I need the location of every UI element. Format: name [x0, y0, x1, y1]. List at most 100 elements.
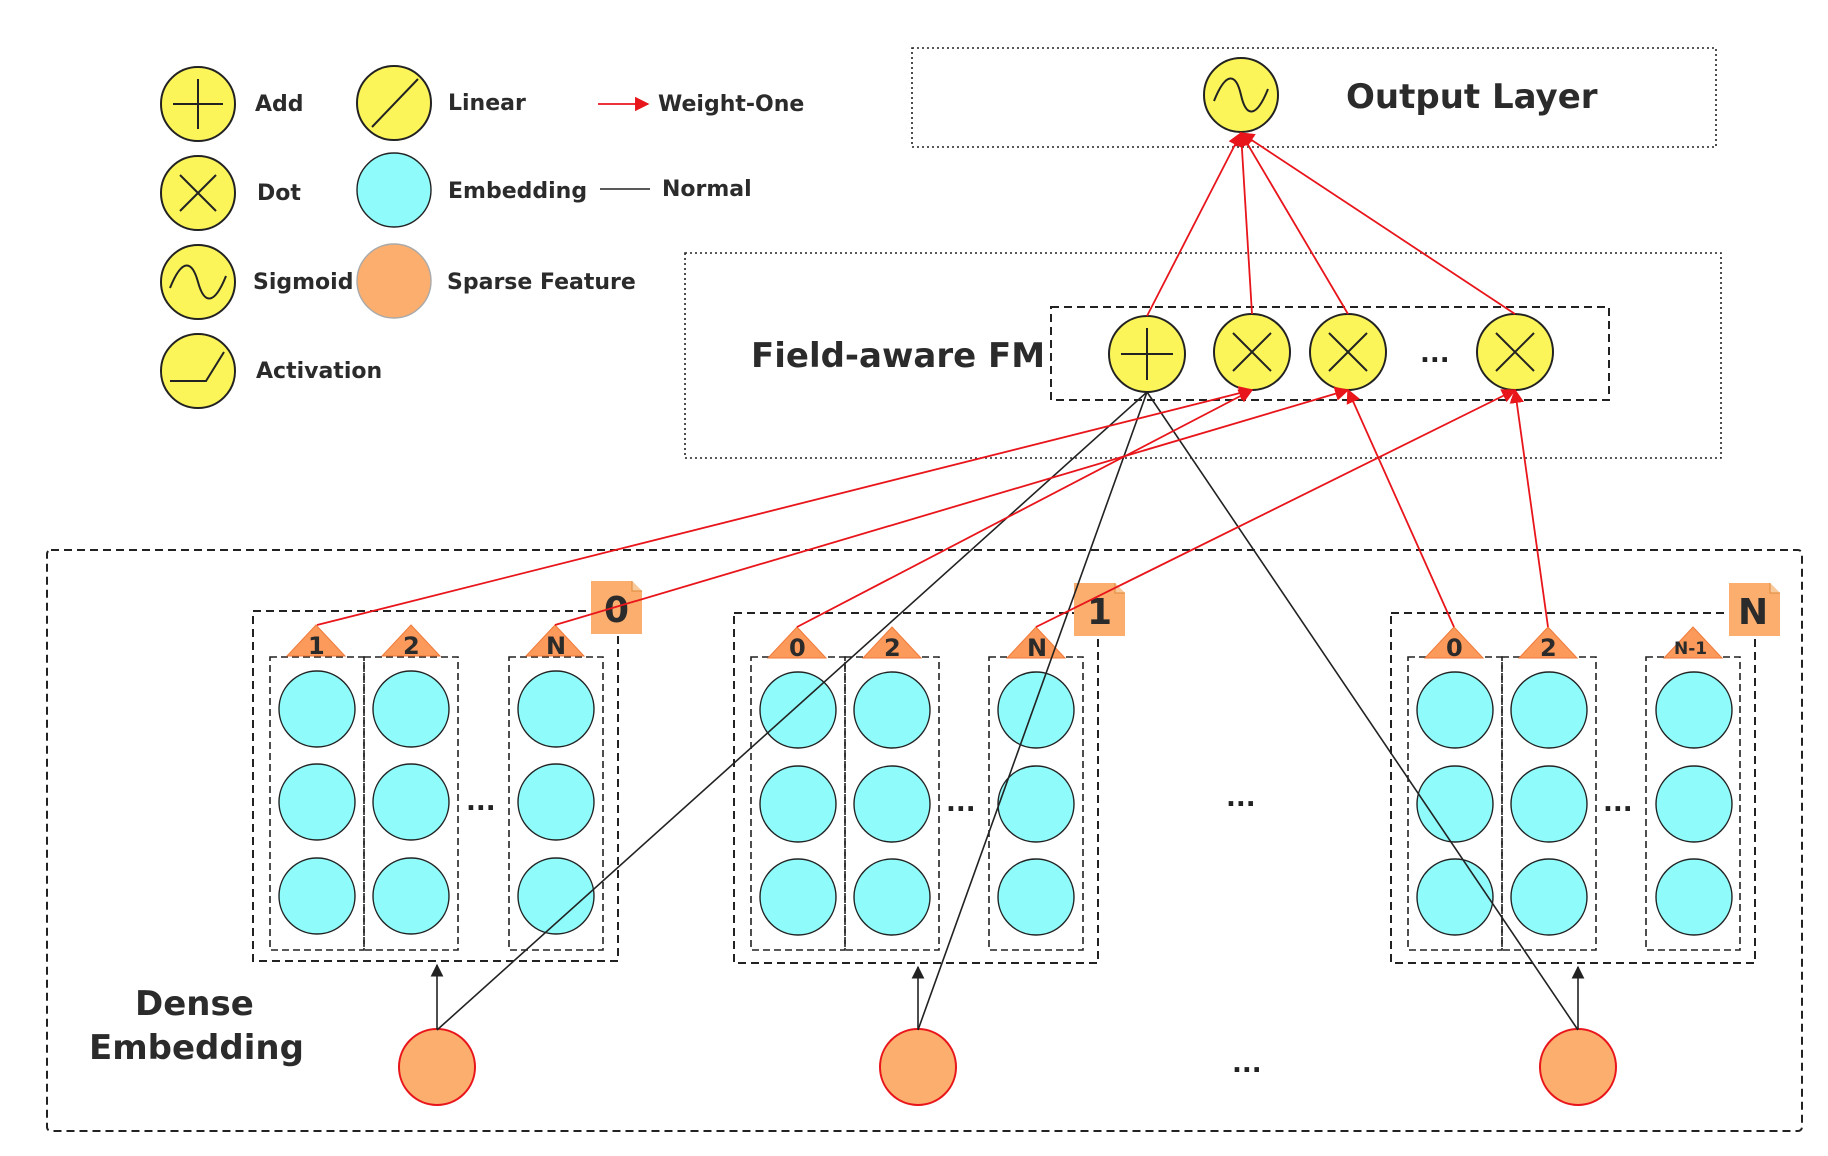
- field-triangle-label: 2: [884, 634, 901, 662]
- ffm-nodes-box: [1050, 306, 1610, 401]
- output-layer: Output Layer: [911, 47, 1717, 148]
- legend-linear: Linear: [356, 65, 526, 141]
- embedding-node: [853, 858, 931, 936]
- weight-one-edge: [1035, 389, 1517, 628]
- embedding-node: [278, 670, 356, 748]
- ffm-ellipsis: ...: [1420, 339, 1450, 369]
- weight-one-edge: [1239, 132, 1516, 315]
- field-triangle: N-1: [1662, 626, 1724, 659]
- embedding-node: [759, 671, 837, 749]
- weight-one-edge: [316, 386, 1254, 626]
- dense-embedding-title-line1: Dense: [135, 984, 254, 1024]
- legend-dot-label: Dot: [257, 181, 301, 206]
- field-triangle-label: 0: [789, 634, 806, 662]
- embedding-group-box: [252, 610, 619, 962]
- add-icon: [1121, 328, 1173, 380]
- normal-edge: [436, 391, 1148, 1031]
- field-triangle-label: N: [1027, 634, 1047, 662]
- legend-dot: Dot: [160, 155, 301, 231]
- field-triangle-label: N: [546, 632, 566, 660]
- legend-embedding: Embedding: [356, 152, 587, 228]
- embedding-node: [853, 671, 931, 749]
- field-triangle-label: 2: [1540, 634, 1557, 662]
- field-triangle: N: [524, 624, 586, 660]
- legend: Add Dot Sigmoid Activation Linear Embedd…: [160, 65, 804, 409]
- edges: [316, 131, 1585, 1031]
- embedding-node: [1510, 671, 1588, 749]
- field-triangle: 0: [1423, 626, 1485, 662]
- embedding-column-ellipsis: ...: [466, 787, 496, 817]
- embedding-node: [1655, 671, 1733, 749]
- weight-one-edge: [1234, 131, 1253, 315]
- activation-icon: [160, 333, 236, 409]
- legend-weight-one: Weight-One: [598, 92, 804, 117]
- legend-linear-label: Linear: [448, 91, 526, 116]
- sparse-feature-node-1: [879, 1028, 957, 1106]
- field-triangle-label: 0: [1446, 634, 1463, 662]
- embedding-group-box: [1390, 612, 1756, 964]
- field-tag-label: 0: [604, 590, 629, 631]
- normal-edge: [917, 391, 1148, 1031]
- ffm-layer-title: Field-aware FM: [751, 336, 1045, 376]
- field-triangle-label: N-1: [1674, 639, 1707, 659]
- embedding-group-0: 0 1 2 N ...: [252, 581, 642, 962]
- field-tag: 1: [1074, 583, 1125, 636]
- field-triangle: 0: [766, 626, 828, 662]
- field-tag-label: 1: [1087, 592, 1112, 633]
- embedding-node: [1510, 765, 1588, 843]
- embedding-node: [1416, 858, 1494, 936]
- legend-activation: Activation: [160, 333, 382, 409]
- field-triangle: 2: [380, 624, 442, 660]
- embedding-node: [372, 670, 450, 748]
- legend-add: Add: [160, 66, 304, 142]
- embedding-icon: [356, 152, 432, 228]
- embedding-node: [517, 763, 595, 841]
- field-triangle: N: [1005, 626, 1067, 662]
- dense-embedding-box: [46, 549, 1803, 1132]
- output-layer-box: [911, 47, 1717, 148]
- sparse-feature-node-n: [1539, 1028, 1617, 1106]
- embedding-node: [517, 670, 595, 748]
- legend-embedding-label: Embedding: [448, 179, 587, 204]
- embedding-column-box: [269, 656, 365, 951]
- embedding-node: [1416, 671, 1494, 749]
- dot-icon: [1328, 332, 1368, 372]
- legend-sparse-feature-label: Sparse Feature: [447, 270, 636, 295]
- legend-sigmoid: Sigmoid: [160, 244, 353, 320]
- embedding-node: [1510, 858, 1588, 936]
- dense-embedding-layer: Dense Embedding 0 1 2 N: [46, 549, 1803, 1132]
- weight-one-edge: [1346, 388, 1455, 628]
- embedding-node: [1416, 765, 1494, 843]
- embedding-node: [759, 858, 837, 936]
- dot-icon: [1232, 332, 1272, 372]
- embedding-node: [853, 765, 931, 843]
- weight-one-edge: [1146, 131, 1242, 317]
- embedding-node: [278, 763, 356, 841]
- field-triangle: 2: [1517, 626, 1579, 662]
- weight-one-edge: [554, 386, 1350, 626]
- embedding-node: [1655, 858, 1733, 936]
- field-triangle: 1: [285, 624, 347, 660]
- sigmoid-icon: [1213, 77, 1269, 113]
- field-triangle-label: 2: [403, 632, 420, 660]
- embedding-group-n: N 0 2 N-1 ...: [1390, 583, 1780, 964]
- embedding-node: [997, 765, 1075, 843]
- weight-one-edge: [1509, 388, 1549, 628]
- embedding-node: [517, 857, 595, 935]
- embedding-column-ellipsis: ...: [1603, 788, 1633, 818]
- field-tag-label: N: [1738, 592, 1768, 633]
- legend-activation-label: Activation: [256, 359, 382, 384]
- dense-embedding-title-line2: Embedding: [89, 1028, 304, 1068]
- embedding-column-box: [363, 656, 459, 951]
- embedding-node: [997, 858, 1075, 936]
- weight-one-edge: [796, 389, 1254, 628]
- legend-weight-one-label: Weight-One: [658, 92, 804, 117]
- ffm-layer: Field-aware FM ...: [684, 252, 1722, 459]
- embedding-node: [997, 671, 1075, 749]
- embedding-node: [759, 765, 837, 843]
- legend-add-label: Add: [255, 92, 304, 117]
- legend-normal: Normal: [600, 177, 752, 202]
- sparse-feature-node-0: [398, 1028, 476, 1106]
- normal-edge: [1146, 391, 1579, 1031]
